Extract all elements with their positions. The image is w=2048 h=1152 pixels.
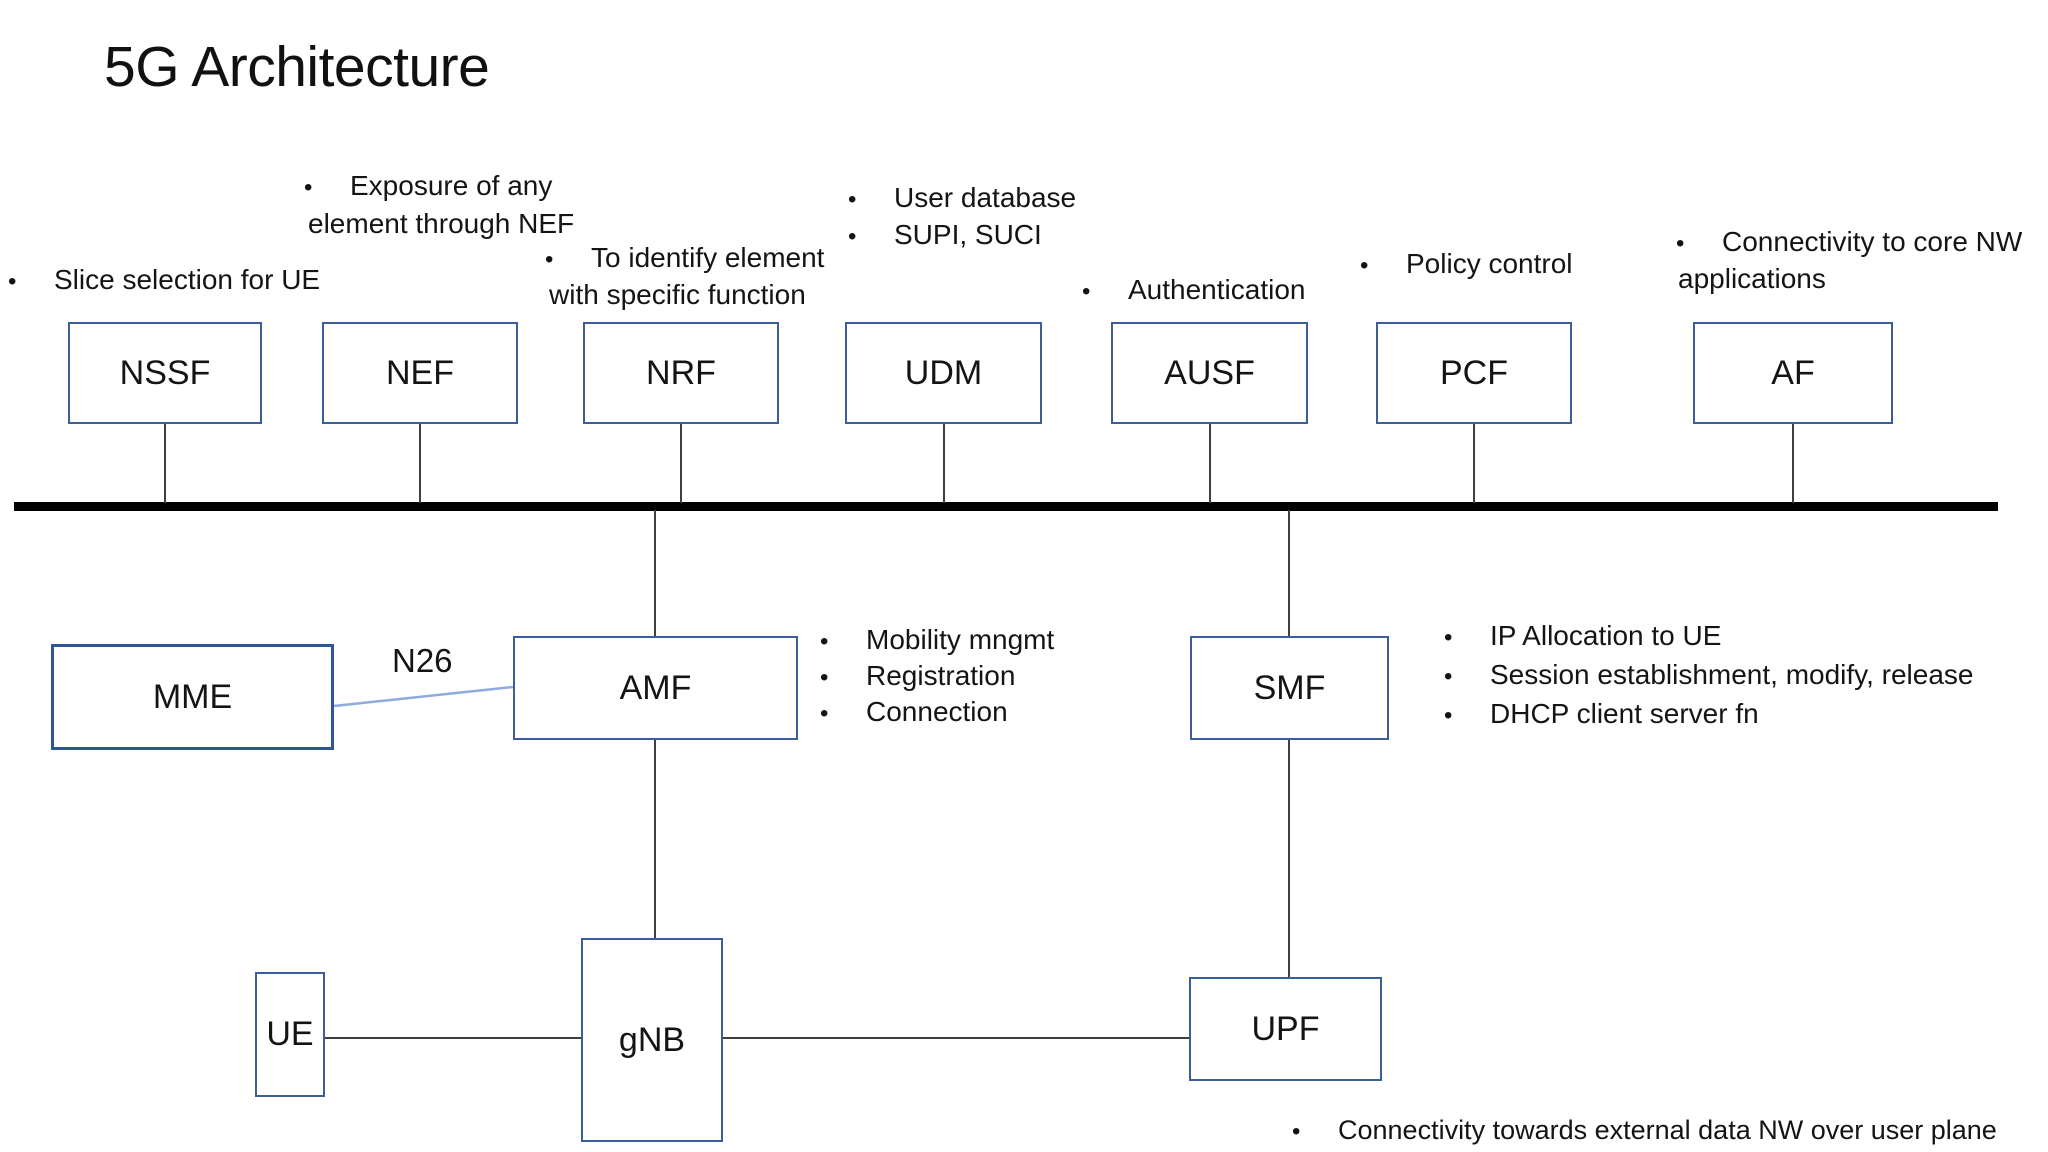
upf-box: UPF bbox=[1189, 977, 1382, 1081]
af-annotation-line: Connectivity to core NW bbox=[1676, 224, 2022, 262]
smf-annotation-line: DHCP client server fn bbox=[1444, 696, 1759, 734]
mme-label: MME bbox=[152, 677, 233, 716]
nef-box: NEF bbox=[322, 322, 518, 424]
amf-label: AMF bbox=[619, 668, 692, 707]
amf-annotation-line: Registration bbox=[820, 658, 1015, 696]
smf-annotation-line: IP Allocation to UE bbox=[1444, 618, 1721, 656]
nef-annotation-line: Exposure of any bbox=[304, 168, 552, 206]
upf-annotation-line: Connectivity towards external data NW ov… bbox=[1292, 1112, 1997, 1150]
gnb-box: gNB bbox=[581, 938, 723, 1142]
nssf-annotation-line: Slice selection for UE bbox=[8, 262, 320, 300]
ausf-label: AUSF bbox=[1164, 353, 1255, 392]
ue-label: UE bbox=[266, 1015, 314, 1053]
nssf-box: NSSF bbox=[68, 322, 262, 424]
udm-label: UDM bbox=[904, 353, 983, 392]
gnb-label: gNB bbox=[618, 1020, 686, 1059]
ausf-box: AUSF bbox=[1111, 322, 1308, 424]
mme-amf-n26-connector bbox=[333, 685, 514, 708]
amf-annotation-line: Mobility mngmt bbox=[820, 622, 1054, 660]
amf-box: AMF bbox=[513, 636, 798, 740]
ausf-annotation-line: Authentication bbox=[1082, 272, 1305, 310]
mme-box: MME bbox=[51, 644, 334, 750]
upf-label: UPF bbox=[1251, 1009, 1320, 1048]
nssf-label: NSSF bbox=[119, 353, 211, 392]
service-bus-line bbox=[14, 502, 1998, 511]
nrf-annotation-line: To identify element bbox=[545, 240, 824, 278]
pcf-label: PCF bbox=[1440, 353, 1508, 392]
amf-annotation-line: Connection bbox=[820, 694, 1008, 732]
smf-label: SMF bbox=[1253, 668, 1326, 707]
udm-annotation-line: User database bbox=[848, 180, 1076, 218]
smf-annotation-line: Session establishment, modify, release bbox=[1444, 657, 1974, 695]
pcf-annotation-line: Policy control bbox=[1360, 246, 1573, 284]
pcf-box: PCF bbox=[1376, 322, 1572, 424]
smf-box: SMF bbox=[1190, 636, 1389, 740]
nrf-annotation-line: with specific function bbox=[549, 279, 806, 310]
n26-edge-label: N26 bbox=[392, 642, 453, 679]
udm-annotation-line: SUPI, SUCI bbox=[848, 217, 1042, 255]
nef-annotation-line: element through NEF bbox=[308, 208, 575, 239]
udm-box: UDM bbox=[845, 322, 1042, 424]
nrf-label: NRF bbox=[646, 353, 716, 392]
af-label: AF bbox=[1771, 353, 1815, 392]
ue-box: UE bbox=[255, 972, 325, 1097]
nrf-box: NRF bbox=[583, 322, 779, 424]
af-box: AF bbox=[1693, 322, 1893, 424]
page-title: 5G Architecture bbox=[104, 35, 490, 99]
af-annotation-line: applications bbox=[1678, 263, 1826, 294]
nef-label: NEF bbox=[386, 353, 454, 392]
